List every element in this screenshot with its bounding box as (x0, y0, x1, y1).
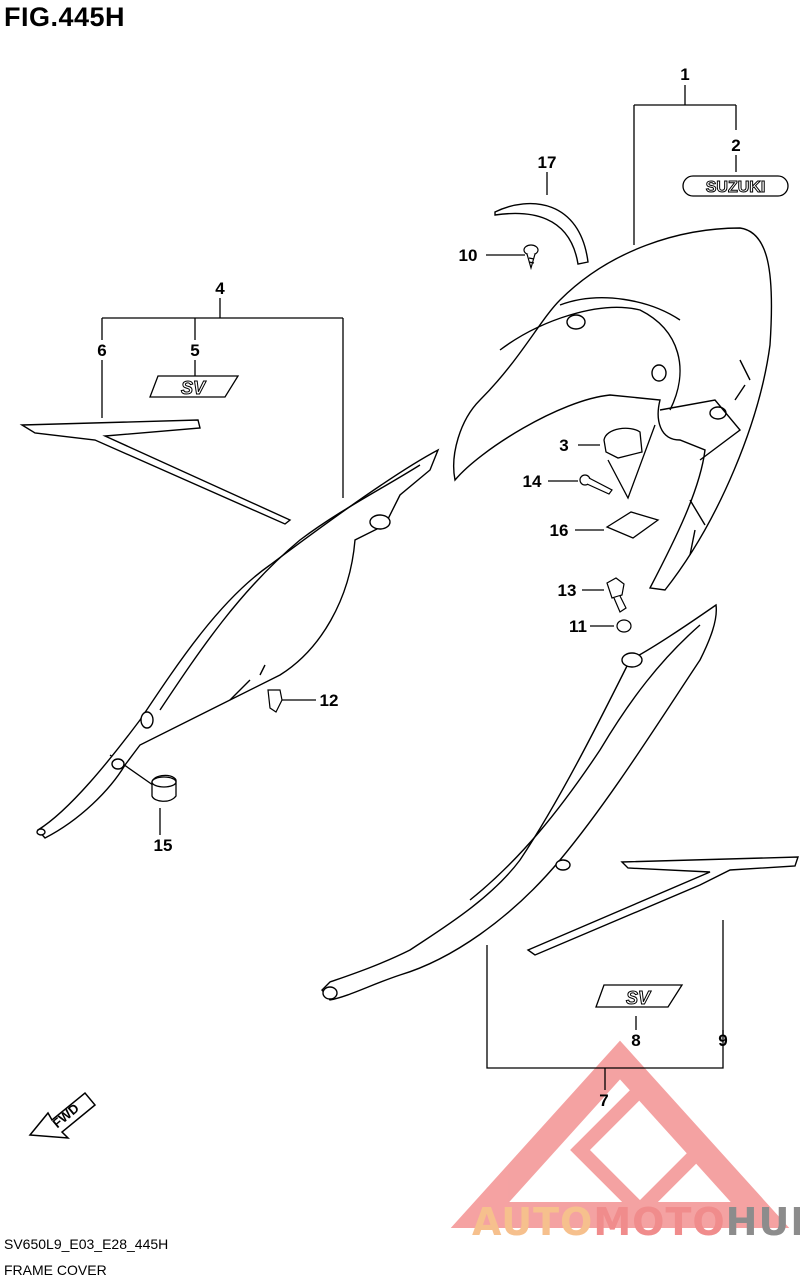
callout-5: 5 (190, 341, 199, 360)
callout-numbers: 1 2 3 4 5 6 7 8 9 10 11 12 13 14 15 16 1… (97, 65, 740, 1110)
part-9-stripe-decal (526, 856, 799, 956)
part-4-left-frame-cover (36, 448, 440, 839)
fwd-arrow-icon: FWD (28, 1091, 97, 1139)
watermark-part-1: AUTO (472, 1200, 594, 1244)
part-8-sv-decal: SV (595, 984, 684, 1009)
callout-9: 9 (718, 1031, 727, 1050)
svg-text:SUZUKI: SUZUKI (706, 179, 766, 196)
part-11-washer-icon (616, 619, 632, 633)
callout-2: 2 (731, 136, 740, 155)
part-1-tail-cover (453, 227, 773, 591)
watermark-text: AUTOMOTOHUB (472, 1200, 800, 1244)
watermark-part-3: HUB (725, 1200, 800, 1244)
part-5-sv-decal: SV (149, 375, 240, 399)
drawing-code: SV650L9_E03_E28_445H (4, 1236, 169, 1252)
part-10-screw-icon (523, 244, 539, 271)
figure-title: FIG.445H (4, 2, 126, 32)
svg-text:SV: SV (181, 378, 207, 398)
watermark-logo-icon (450, 1040, 790, 1228)
callout-15: 15 (154, 836, 173, 855)
figure-caption: FRAME COVER (4, 1262, 107, 1278)
watermark-part-2: MOTO (593, 1200, 726, 1244)
callout-10: 10 (459, 246, 478, 265)
callout-3: 3 (559, 436, 568, 455)
part-16-pad (605, 511, 660, 539)
part-14-screw-icon (579, 474, 613, 495)
part-15-grommet-icon (151, 774, 177, 802)
part-13-bolt-icon (606, 577, 627, 613)
part-3-cushion (603, 427, 643, 459)
callout-17: 17 (538, 153, 557, 172)
leader-lines (101, 85, 737, 1090)
callout-8: 8 (631, 1031, 640, 1050)
callout-16: 16 (550, 521, 569, 540)
part-2-emblem: SUZUKI (682, 175, 789, 197)
part-6-stripe-decal (19, 419, 292, 525)
callout-7: 7 (599, 1091, 608, 1110)
svg-text:SV: SV (626, 988, 652, 1008)
callout-11: 11 (569, 617, 587, 636)
callout-12: 12 (320, 691, 339, 710)
callout-4: 4 (215, 279, 225, 298)
callout-6: 6 (97, 341, 106, 360)
callout-1: 1 (680, 65, 689, 84)
part-7-right-frame-cover (321, 603, 717, 1001)
part-12-clip-icon (267, 689, 283, 713)
callout-14: 14 (523, 472, 542, 491)
part-17-strip (494, 202, 589, 265)
callout-13: 13 (558, 581, 577, 600)
